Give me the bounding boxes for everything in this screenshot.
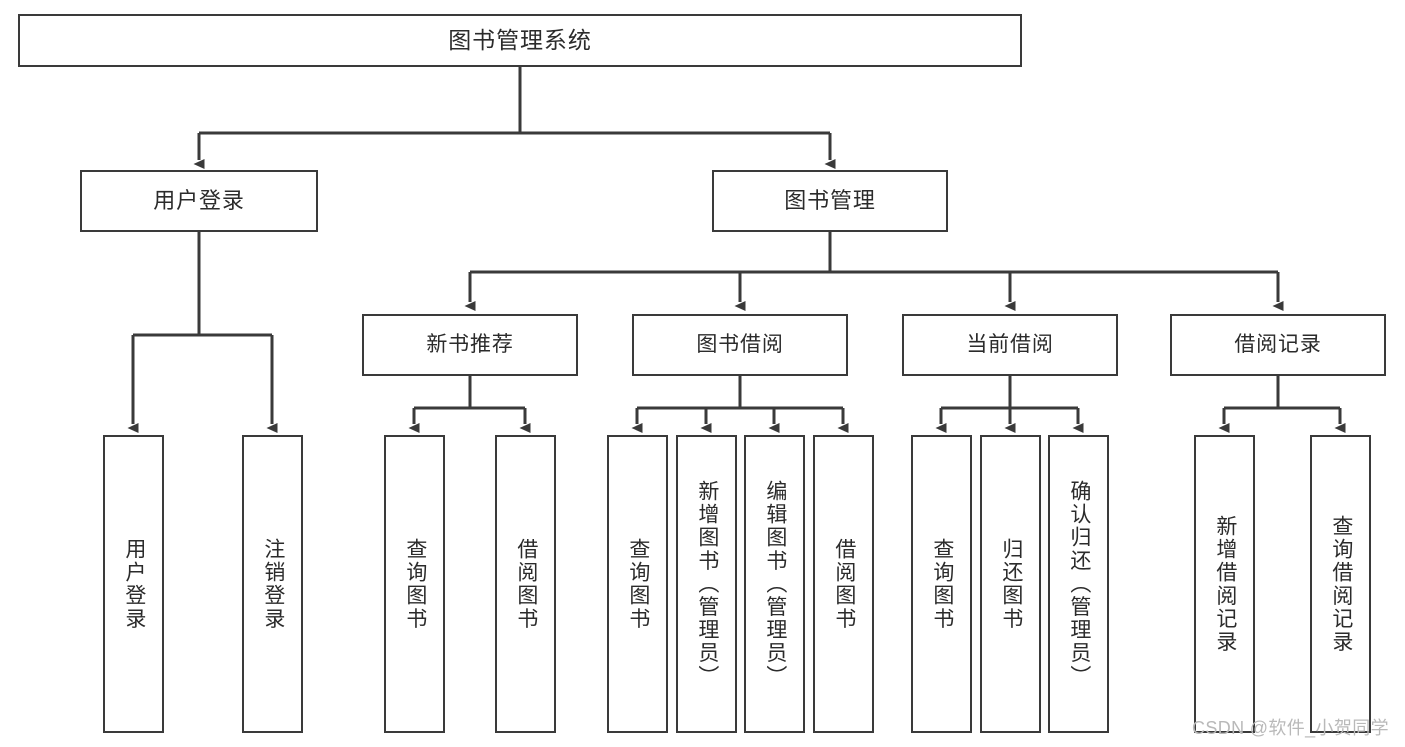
node-label: 借阅图书	[514, 537, 538, 631]
node-label: 新增图书（管理员）	[695, 480, 719, 688]
node-current-borrow[interactable]: 当前借阅	[902, 314, 1118, 376]
leaf-current-borrow-confirm-return-admin[interactable]: 确认归还（管理员）	[1048, 435, 1109, 733]
leaf-new-book-borrow-book[interactable]: 借阅图书	[495, 435, 556, 733]
node-label: 借阅图书	[832, 537, 856, 631]
node-user-login[interactable]: 用户登录	[80, 170, 318, 232]
node-label: 查询图书	[626, 537, 650, 631]
node-label: 图书管理系统	[448, 26, 592, 53]
leaf-book-borrow-edit-book-admin[interactable]: 编辑图书（管理员）	[744, 435, 805, 733]
node-new-book-recommend[interactable]: 新书推荐	[362, 314, 578, 376]
node-label: 归还图书	[999, 537, 1023, 631]
node-label: 用户登录	[122, 537, 146, 631]
leaf-new-book-query-book[interactable]: 查询图书	[384, 435, 445, 733]
node-label: 查询图书	[930, 537, 954, 631]
node-book-borrow[interactable]: 图书借阅	[632, 314, 848, 376]
leaf-user-login-logout[interactable]: 注销登录	[242, 435, 303, 733]
leaf-borrow-record-query-record[interactable]: 查询借阅记录	[1310, 435, 1371, 733]
node-label: 查询图书	[403, 537, 427, 631]
node-label: 当前借阅	[966, 332, 1054, 356]
leaf-user-login-login[interactable]: 用户登录	[103, 435, 164, 733]
node-root-book-management-system[interactable]: 图书管理系统	[18, 14, 1022, 67]
node-book-management[interactable]: 图书管理	[712, 170, 948, 232]
leaf-book-borrow-borrow-book[interactable]: 借阅图书	[813, 435, 874, 733]
node-label: 新增借阅记录	[1213, 514, 1237, 654]
node-label: 新书推荐	[426, 332, 514, 356]
leaf-book-borrow-add-book-admin[interactable]: 新增图书（管理员）	[676, 435, 737, 733]
node-label: 借阅记录	[1234, 332, 1322, 356]
node-label: 图书借阅	[696, 332, 784, 356]
node-label: 图书管理	[784, 188, 876, 214]
leaf-current-borrow-return-book[interactable]: 归还图书	[980, 435, 1041, 733]
node-borrow-record[interactable]: 借阅记录	[1170, 314, 1386, 376]
node-label: 确认归还（管理员）	[1067, 480, 1091, 688]
node-label: 注销登录	[261, 537, 285, 631]
leaf-borrow-record-add-record[interactable]: 新增借阅记录	[1194, 435, 1255, 733]
node-label: 查询借阅记录	[1329, 514, 1353, 654]
leaf-current-borrow-query-book[interactable]: 查询图书	[911, 435, 972, 733]
leaf-book-borrow-query-book[interactable]: 查询图书	[607, 435, 668, 733]
csdn-watermark: CSDN @软件_小贺同学	[1192, 718, 1389, 738]
node-label: 编辑图书（管理员）	[763, 480, 787, 688]
node-label: 用户登录	[153, 188, 245, 214]
